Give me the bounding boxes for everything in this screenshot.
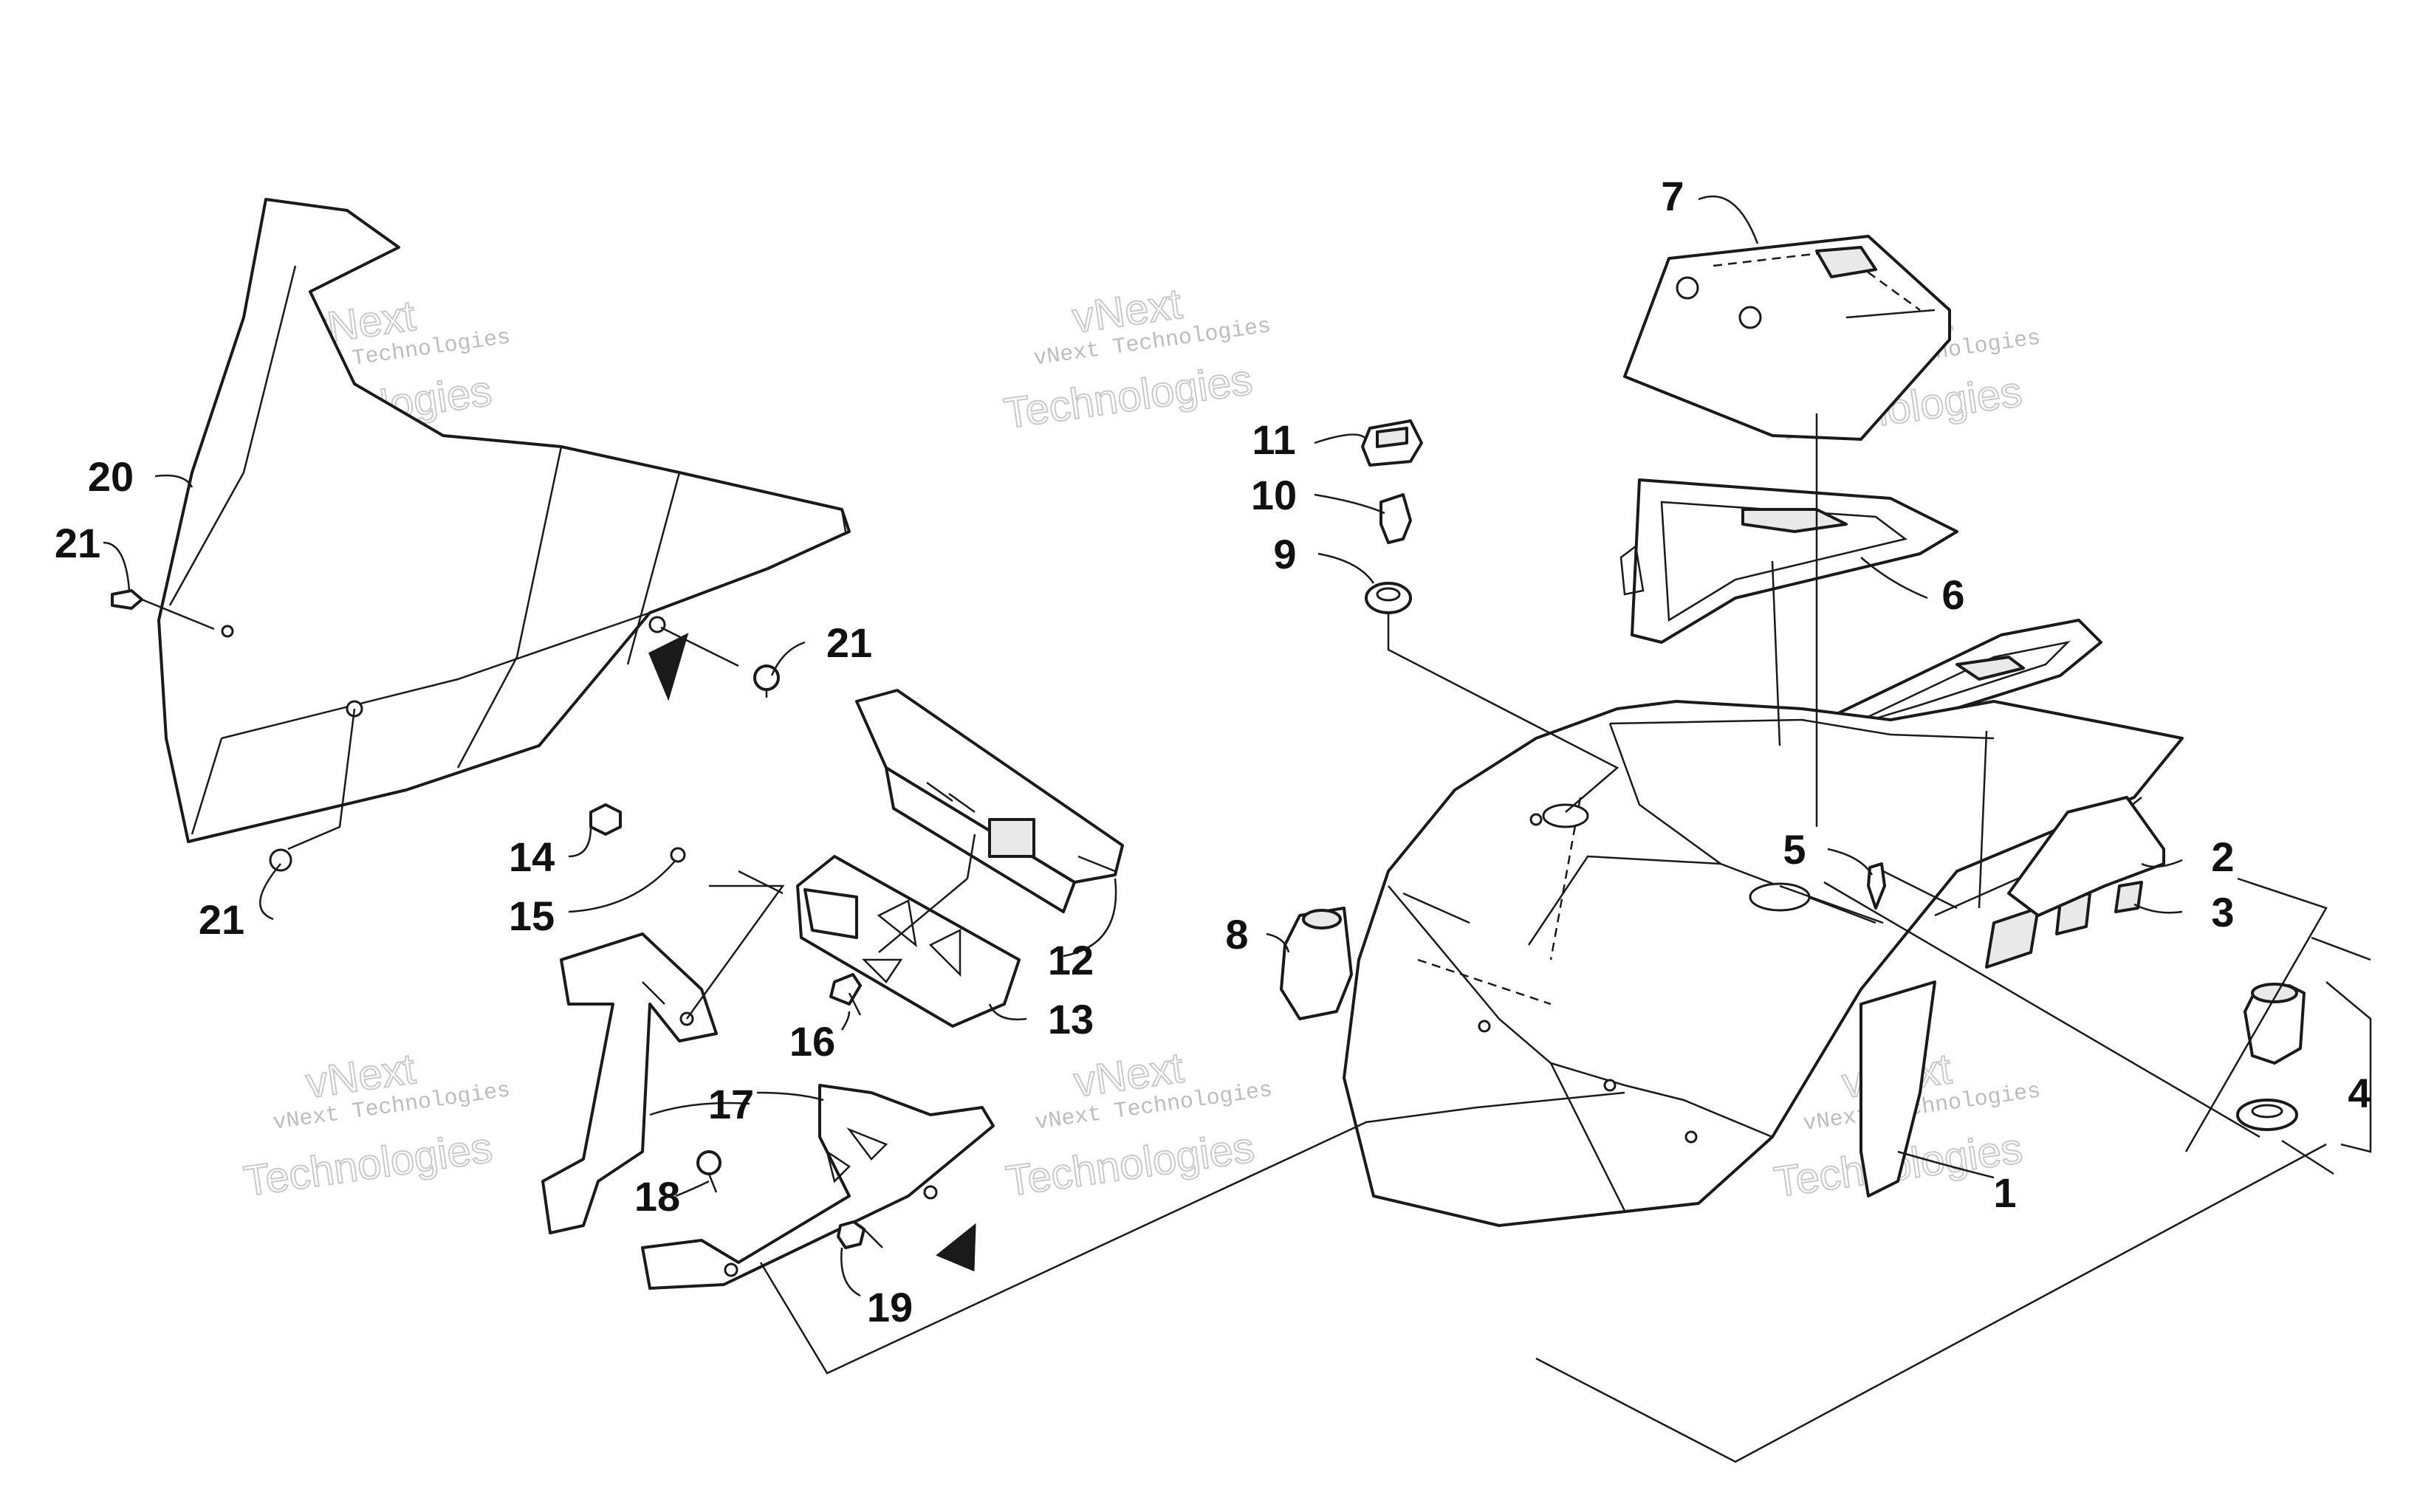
ignition-key-10 <box>1379 493 1412 544</box>
callout-21-right: 21 <box>826 619 872 666</box>
callout-12: 12 <box>1048 937 1094 983</box>
nut-19 <box>837 1220 865 1249</box>
callout-9: 9 <box>1273 531 1296 577</box>
watermark-bottom-center: vNext vNext Technologies Technologies <box>1002 1043 1274 1206</box>
svg-text:Technologies: Technologies <box>1003 1123 1257 1205</box>
bezel-nut-9 <box>1365 582 1412 614</box>
front-hood-part <box>1343 700 2184 1227</box>
callout-labels: 1 2 3 4 5 6 7 8 9 10 11 12 13 14 15 16 1… <box>55 173 2371 1330</box>
callout-2: 2 <box>2211 834 2234 880</box>
outlet-nut-4 <box>2236 1099 2298 1131</box>
callout-6: 6 <box>1941 571 1964 618</box>
callout-10: 10 <box>1251 472 1297 518</box>
callout-11: 11 <box>1252 416 1295 463</box>
direction-arrow-left <box>648 633 689 701</box>
svg-text:Technologies: Technologies <box>241 1124 495 1206</box>
power-outlet-4 <box>2244 983 2306 1065</box>
leader-lines <box>685 413 2372 1463</box>
callout-18: 18 <box>634 1173 680 1220</box>
callout-8: 8 <box>1225 911 1248 958</box>
washer-21-bottom <box>269 708 356 872</box>
callout-13: 13 <box>1048 996 1094 1042</box>
callout-17: 17 <box>708 1081 754 1127</box>
callout-14: 14 <box>509 834 555 880</box>
key-cap-11 <box>1361 419 1423 467</box>
callout-7: 7 <box>1661 173 1684 219</box>
callout-19: 19 <box>867 1284 913 1330</box>
callout-15: 15 <box>509 893 555 939</box>
callout-4: 4 <box>2348 1070 2371 1116</box>
callout-leaders <box>103 195 2183 1297</box>
callout-3: 3 <box>2211 889 2234 935</box>
watermark-top-center: vNext vNext Technologies Technologies <box>1000 279 1272 439</box>
direction-arrow-bottom <box>936 1223 976 1272</box>
electronic-module-part <box>855 689 1124 913</box>
windshield-part <box>157 198 851 843</box>
ignition-switch-8 <box>1280 907 1353 1020</box>
callout-21-left: 21 <box>55 520 100 566</box>
callout-1: 1 <box>1993 1169 2016 1216</box>
grille-upper-6-part <box>1619 478 1958 644</box>
watermark-bottom-left: vNext vNext Technologies Technologies <box>240 1044 512 1206</box>
callout-5: 5 <box>1783 826 1806 873</box>
storage-compartment-part <box>1623 235 1951 441</box>
screw-5 <box>1867 862 1886 910</box>
screw-18 <box>696 1150 721 1193</box>
support-bracket-left-part <box>541 932 718 1234</box>
washer-15 <box>670 847 686 863</box>
callout-21-bottom: 21 <box>199 896 244 943</box>
nut-14 <box>589 803 622 836</box>
lower-bracket-17-part <box>641 1084 995 1290</box>
bolt-16 <box>829 973 862 1016</box>
callout-16: 16 <box>789 1018 835 1065</box>
mount-bracket-13-part <box>796 855 1021 1028</box>
callout-20: 20 <box>88 453 134 500</box>
screw-21-left <box>111 589 215 630</box>
